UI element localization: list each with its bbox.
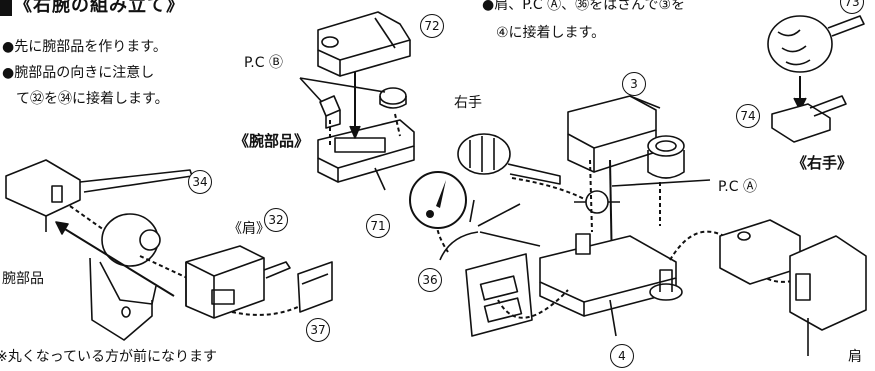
caution-exclamation-icon <box>426 180 446 218</box>
part-number-4: 4 <box>610 344 634 368</box>
step-badge <box>0 0 12 16</box>
part-36-drawing <box>439 199 541 337</box>
right-hand-fist-drawing <box>457 133 561 185</box>
instruction-right-line-2: ④に接着します。 <box>496 25 606 41</box>
part-number-72: 72 <box>420 14 444 38</box>
arm-part-label: 腕部品 <box>2 271 44 287</box>
front-note: ※丸くなっている方が前になります <box>0 349 218 365</box>
part-number-3: 3 <box>622 72 646 96</box>
part-number-32: 32 <box>264 208 288 232</box>
part-34-drawing <box>5 159 193 232</box>
right-hand-label: 右手 <box>454 95 482 111</box>
instruction-line-1: ●先に腕部品を作ります。 <box>2 39 167 55</box>
caution-circle-drawing <box>409 171 467 229</box>
shoulder-label: 肩 <box>848 349 862 365</box>
right-hand-drawing <box>767 15 865 143</box>
part-3-drawing <box>567 95 685 179</box>
right-hand-heading: 《右手》 <box>792 154 853 172</box>
arm-joint-drawing <box>89 213 161 341</box>
shoulder-heading: 《肩》 <box>228 221 270 237</box>
pcb-parts-drawing <box>299 77 407 129</box>
instruction-line-3: て㉜を㉞に接着します。 <box>16 91 169 107</box>
part-number-71: 71 <box>366 214 390 238</box>
part-number-36: 36 <box>418 268 442 292</box>
pca-label: P.C Ⓐ <box>718 179 757 195</box>
part-71-drawing <box>317 119 415 191</box>
page-title: 《右腕の組み立て》 <box>14 0 185 16</box>
part-number-74: 74 <box>736 104 760 128</box>
part-37-drawing <box>231 261 333 316</box>
shoulder-assembly-drawing <box>719 219 867 356</box>
instruction-line-2: ●腕部品の向きに注意し <box>2 65 155 81</box>
part-number-37: 37 <box>306 318 330 342</box>
part-72-drawing <box>317 11 411 77</box>
pcb-label: P.C Ⓑ <box>244 55 283 71</box>
arm-part-heading: 《腕部品》 <box>234 132 310 150</box>
instruction-right-line-1: ●肩、P.C Ⓐ、㊱をはさんで③を <box>482 0 686 13</box>
part-32-drawing <box>185 245 291 319</box>
part-number-34: 34 <box>188 170 212 194</box>
pca-joint-drawing <box>574 179 711 214</box>
part-4-drawing <box>539 233 683 337</box>
